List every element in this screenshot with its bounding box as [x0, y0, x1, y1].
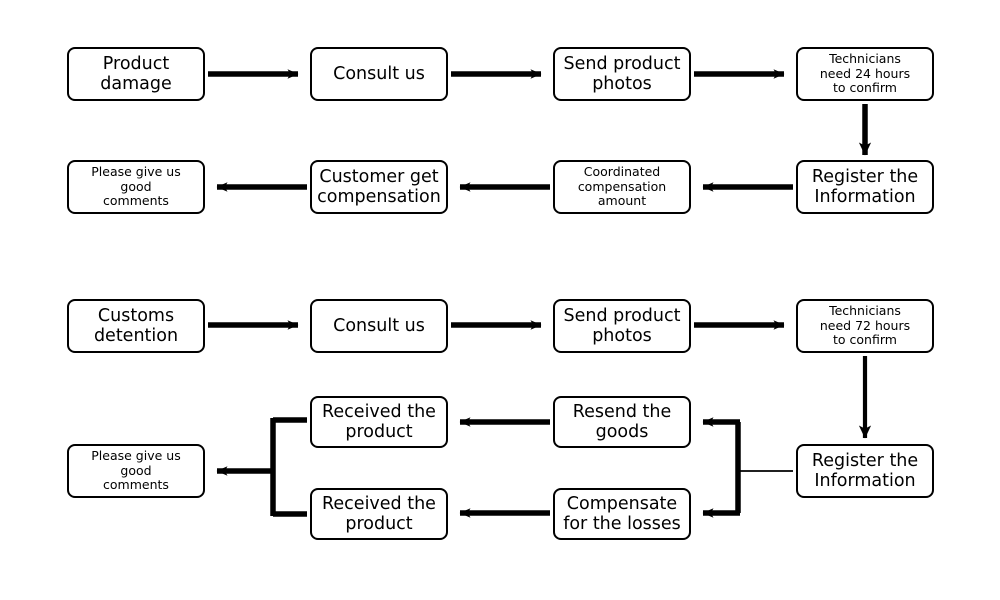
node-label: Consult us — [333, 315, 425, 336]
node-label: Send product photos — [563, 305, 681, 346]
node-label: Resend the goods — [572, 401, 672, 442]
node-label: Please give us good comments — [91, 164, 181, 209]
node-label: Coordinated compensation amount — [577, 164, 667, 209]
node-consult-us-2[interactable]: Consult us — [310, 299, 448, 353]
node-label: Please give us good comments — [91, 448, 181, 493]
node-compensate-for-the-losses[interactable]: Compensate for the losses — [553, 488, 691, 540]
node-send-product-photos-1[interactable]: Send product photos — [553, 47, 691, 101]
node-label: Register the Information — [811, 450, 919, 491]
node-label: Received the product — [322, 493, 436, 534]
node-label: Send product photos — [563, 53, 681, 94]
node-label: Product damage — [100, 53, 172, 94]
node-label: Compensate for the losses — [563, 493, 681, 534]
node-label: Consult us — [333, 63, 425, 84]
node-label: Received the product — [322, 401, 436, 442]
node-technicians-72-hours[interactable]: Technicians need 72 hours to confirm — [796, 299, 934, 353]
node-product-damage[interactable]: Product damage — [67, 47, 205, 101]
node-consult-us-1[interactable]: Consult us — [310, 47, 448, 101]
node-register-information-1[interactable]: Register the Information — [796, 160, 934, 214]
branch-bracket-right — [735, 422, 793, 513]
node-technicians-24-hours[interactable]: Technicians need 24 hours to confirm — [796, 47, 934, 101]
node-received-the-product-2[interactable]: Received the product — [310, 488, 448, 540]
node-resend-the-goods[interactable]: Resend the goods — [553, 396, 691, 448]
node-please-give-good-comments-1[interactable]: Please give us good comments — [67, 160, 205, 214]
node-send-product-photos-2[interactable]: Send product photos — [553, 299, 691, 353]
node-customs-detention[interactable]: Customs detention — [67, 299, 205, 353]
node-please-give-good-comments-2[interactable]: Please give us good comments — [67, 444, 205, 498]
node-label: Customs detention — [93, 305, 179, 346]
node-received-the-product-1[interactable]: Received the product — [310, 396, 448, 448]
node-customer-get-compensation[interactable]: Customer get compensation — [310, 160, 448, 214]
merge-bracket-left — [270, 417, 307, 517]
node-label: Register the Information — [811, 166, 919, 207]
node-label: Customer get compensation — [317, 166, 441, 207]
node-label: Technicians need 24 hours to confirm — [819, 51, 911, 96]
node-register-information-2[interactable]: Register the Information — [796, 444, 934, 498]
node-label: Technicians need 72 hours to confirm — [819, 303, 911, 348]
node-coordinated-compensation-amount[interactable]: Coordinated compensation amount — [553, 160, 691, 214]
